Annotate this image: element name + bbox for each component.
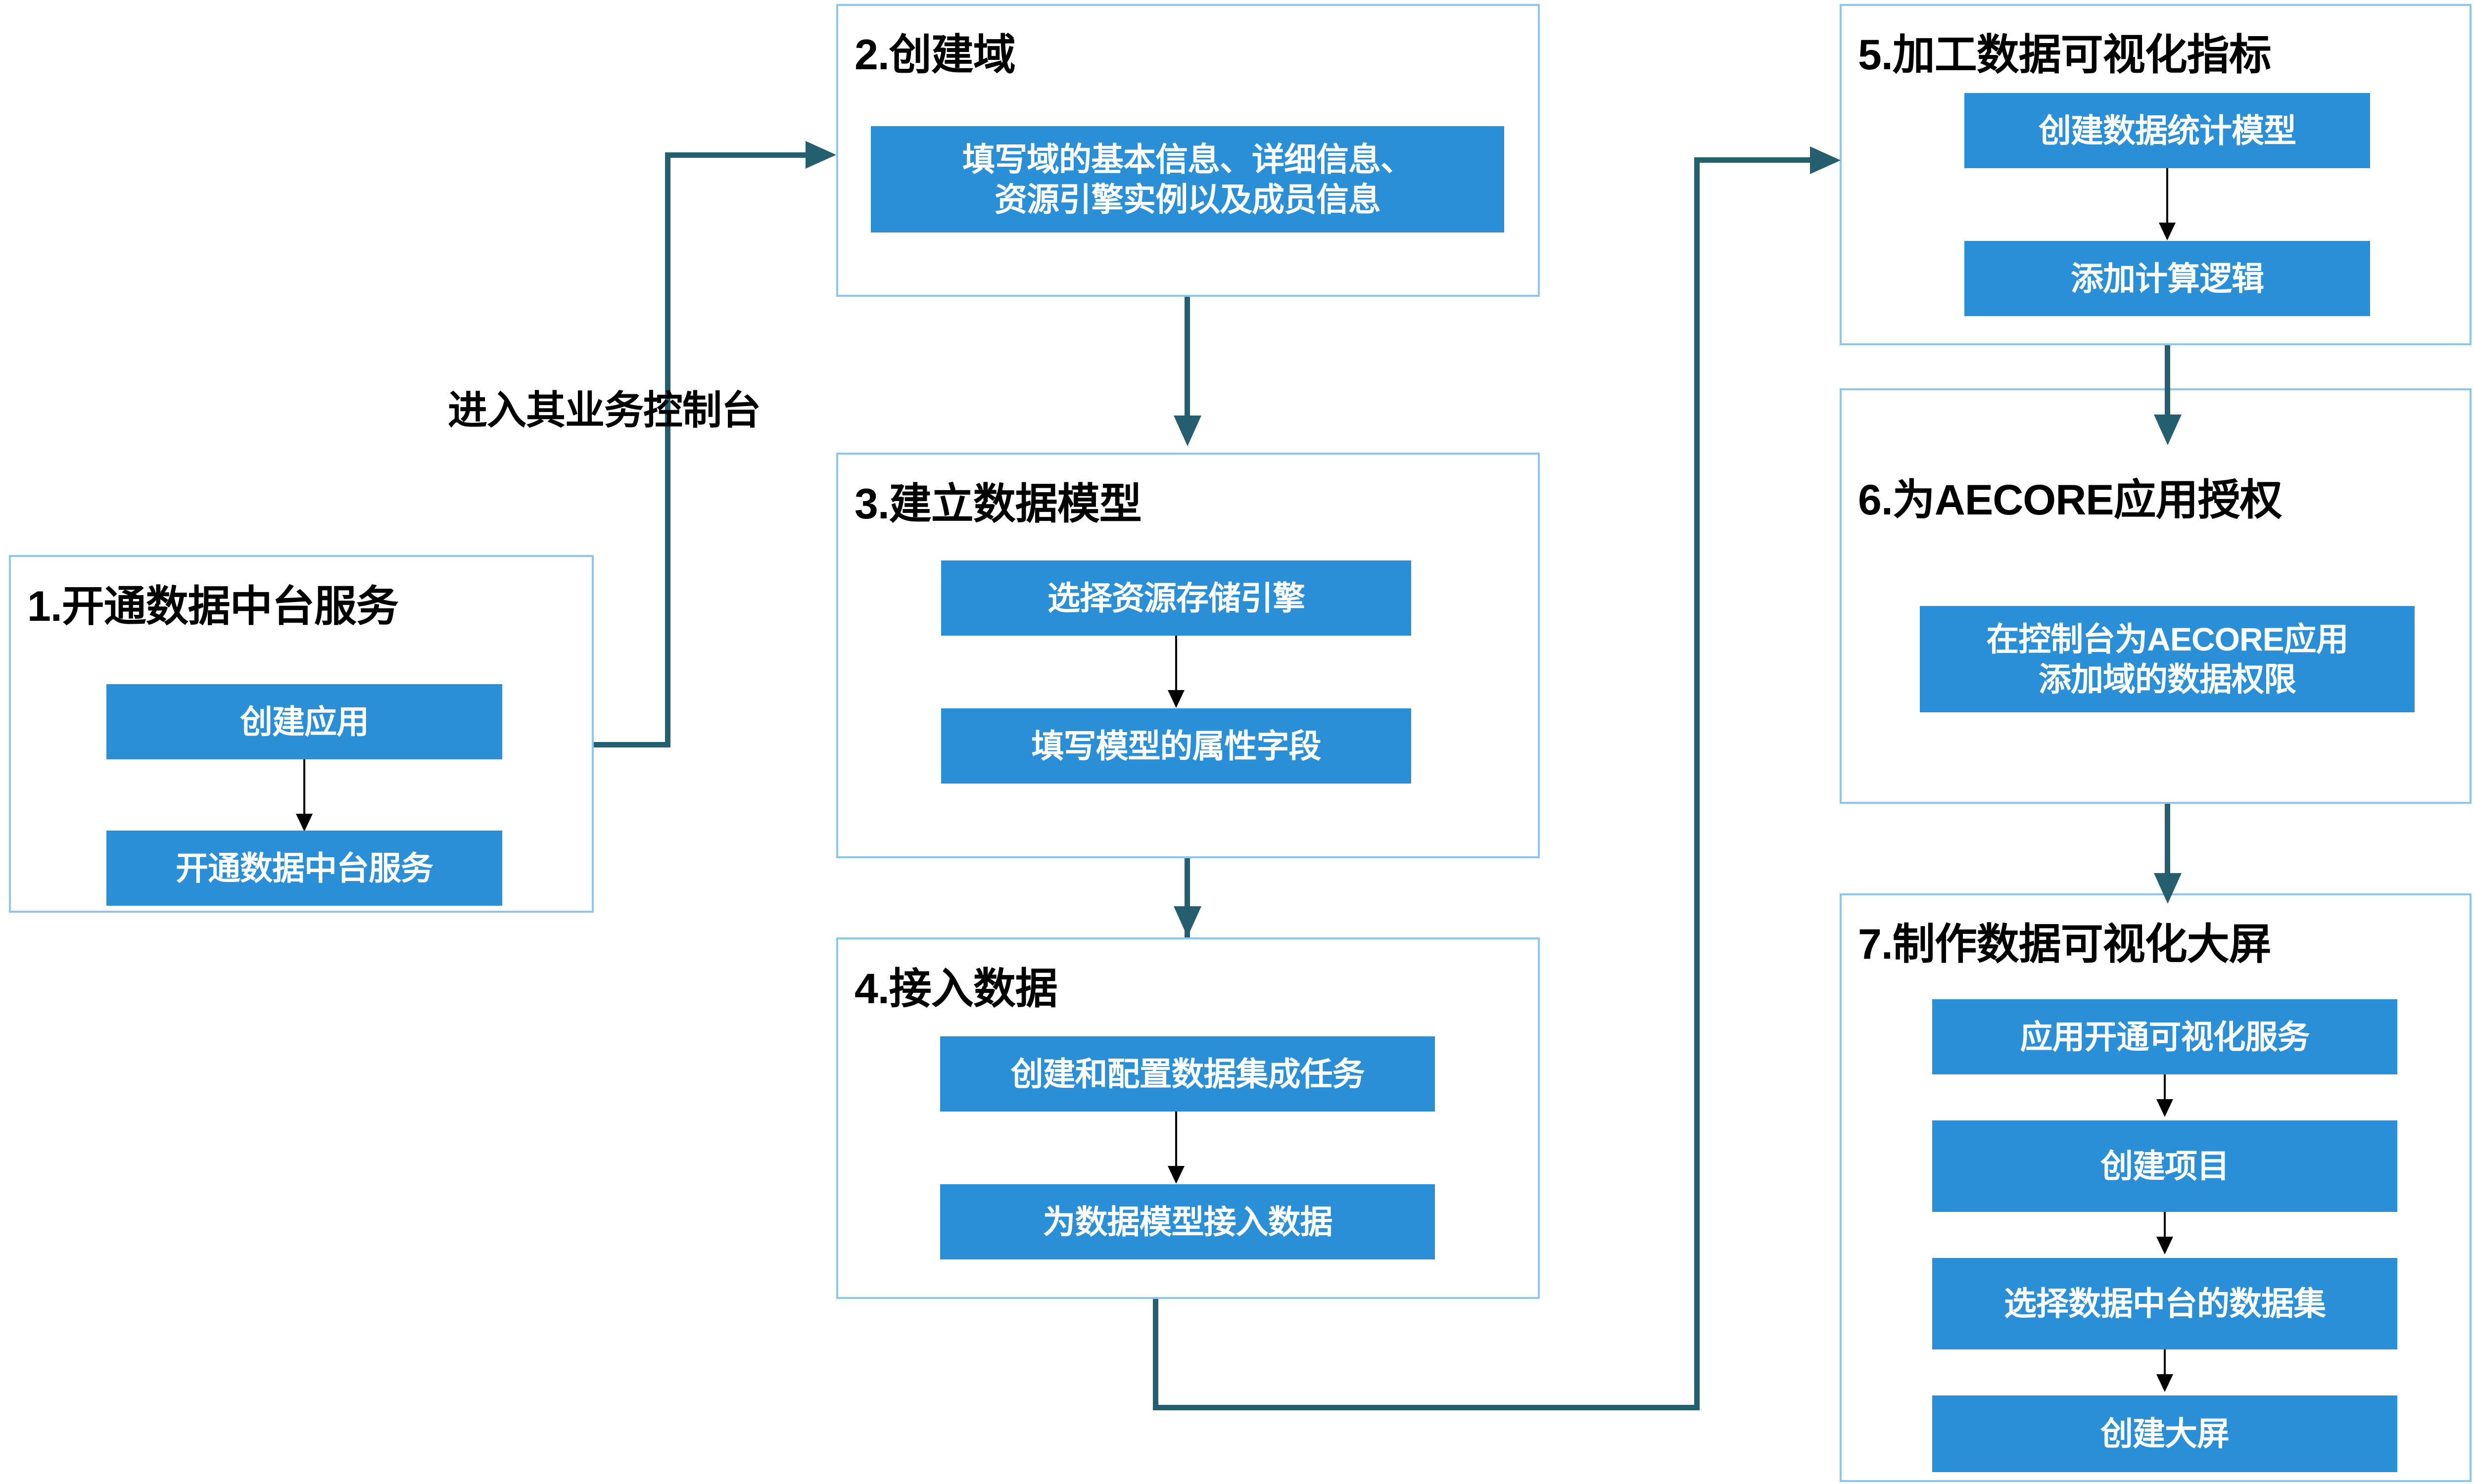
connector-1-2-arrowhead <box>806 141 836 169</box>
connector-4-5-segment-down <box>1153 1299 1158 1410</box>
action-box-2-1[interactable]: 填写域的基本信息、详细信息、 资源引擎实例以及成员信息 <box>871 126 1504 232</box>
action-box-2-1-label: 填写域的基本信息、详细信息、 资源引擎实例以及成员信息 <box>962 140 1413 218</box>
action-box-5-1[interactable]: 创建数据统计模型 <box>1964 93 2370 168</box>
action-box-4-1[interactable]: 创建和配置数据集成任务 <box>940 1036 1435 1112</box>
connector-4-5-segment-right <box>1153 1405 1700 1410</box>
action-box-6-1-label: 在控制台为AECORE应用 添加域的数据权限 <box>1986 620 2348 697</box>
step-container-3 <box>836 453 1540 858</box>
inner-arrow-head-5 <box>2159 223 2176 240</box>
inner-arrow-line-3 <box>1175 636 1177 695</box>
inner-arrow-line-7-3 <box>2164 1349 2166 1380</box>
action-box-4-2[interactable]: 为数据模型接入数据 <box>940 1184 1435 1259</box>
inner-arrow-head-4 <box>1168 1166 1185 1184</box>
action-box-6-1[interactable]: 在控制台为AECORE应用 添加域的数据权限 <box>1920 606 2415 712</box>
step-title-6: 6.为AECORE应用授权 <box>1858 476 2283 524</box>
connector-6-7-arrowhead <box>2154 873 2182 904</box>
inner-arrow-line-7-1 <box>2164 1074 2166 1105</box>
action-box-7-1[interactable]: 应用开通可视化服务 <box>1932 999 2397 1074</box>
connector-6-7-line <box>2165 804 2170 878</box>
connector-2-3-arrowhead <box>1174 416 1201 446</box>
step-title-7: 7.制作数据可视化大屏 <box>1858 921 2272 968</box>
step-title-2: 2.创建域 <box>855 31 1016 79</box>
action-box-7-2[interactable]: 创建项目 <box>1932 1120 2397 1212</box>
inner-arrow-line-4 <box>1175 1112 1177 1171</box>
connector-1-2-segment-out <box>594 742 670 747</box>
action-box-5-2[interactable]: 添加计算逻辑 <box>1964 241 2370 316</box>
action-box-1-1[interactable]: 创建应用 <box>106 684 502 759</box>
connector-4-5-segment-in <box>1694 157 1813 163</box>
inner-arrow-head-7-1 <box>2156 1099 2173 1117</box>
step-title-3: 3.建立数据模型 <box>855 480 1142 528</box>
inner-arrow-head-7-2 <box>2156 1237 2173 1254</box>
action-box-1-2[interactable]: 开通数据中台服务 <box>106 831 502 906</box>
connector-3-4-line <box>1185 858 1190 937</box>
step-title-5: 5.加工数据可视化指标 <box>1858 31 2272 79</box>
inner-arrow-line-7-2 <box>2164 1212 2166 1243</box>
connector-4-5-arrowhead <box>1810 146 1841 174</box>
action-box-3-1[interactable]: 选择资源存储引擎 <box>941 560 1411 636</box>
connector-5-6-arrowhead <box>2154 415 2182 445</box>
inner-arrow-head-7-3 <box>2156 1374 2173 1392</box>
inner-arrow-head-3 <box>1168 690 1185 708</box>
connector-3-4-arrowhead <box>1174 906 1201 937</box>
connector-2-3-line <box>1185 297 1190 420</box>
connector-4-5-segment-up <box>1694 157 1700 1408</box>
connector-5-6-line <box>2165 345 2170 419</box>
inner-arrow-line-1 <box>303 759 305 819</box>
inner-arrow-head-1 <box>296 814 313 832</box>
connector-1-2-segment-up <box>665 152 670 747</box>
step-title-1: 1.开通数据中台服务 <box>27 583 399 630</box>
edge-label-step1-to-step2: 进入其业务控制台 <box>448 388 761 432</box>
action-box-7-3[interactable]: 选择数据中台的数据集 <box>1932 1258 2397 1349</box>
action-box-3-2[interactable]: 填写模型的属性字段 <box>941 708 1411 784</box>
step-title-4: 4.接入数据 <box>855 965 1058 1013</box>
inner-arrow-line-5 <box>2166 168 2168 228</box>
connector-1-2-segment-in <box>665 152 809 158</box>
step-container-6 <box>1840 388 2472 804</box>
action-box-7-4[interactable]: 创建大屏 <box>1932 1395 2397 1472</box>
